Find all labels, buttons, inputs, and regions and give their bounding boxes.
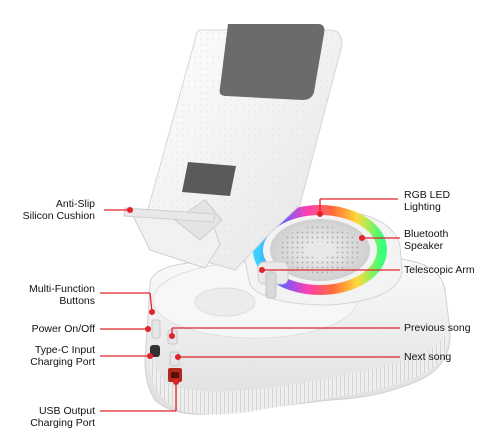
next-button bbox=[169, 351, 180, 367]
power-button bbox=[151, 319, 161, 339]
label-previous-song: Previous song bbox=[404, 322, 471, 334]
lower-pad bbox=[182, 162, 236, 196]
anti-slip-lip bbox=[123, 207, 216, 223]
top-pad bbox=[219, 24, 325, 100]
type-c-port bbox=[150, 345, 160, 357]
wireless-pad bbox=[194, 287, 256, 317]
base-ribs bbox=[150, 330, 449, 415]
label-next-song: Next song bbox=[404, 351, 452, 363]
label-telescopic: Telescopic Arm bbox=[404, 264, 475, 276]
prev-button bbox=[167, 329, 178, 345]
label-power: Power On/Off bbox=[31, 323, 95, 335]
